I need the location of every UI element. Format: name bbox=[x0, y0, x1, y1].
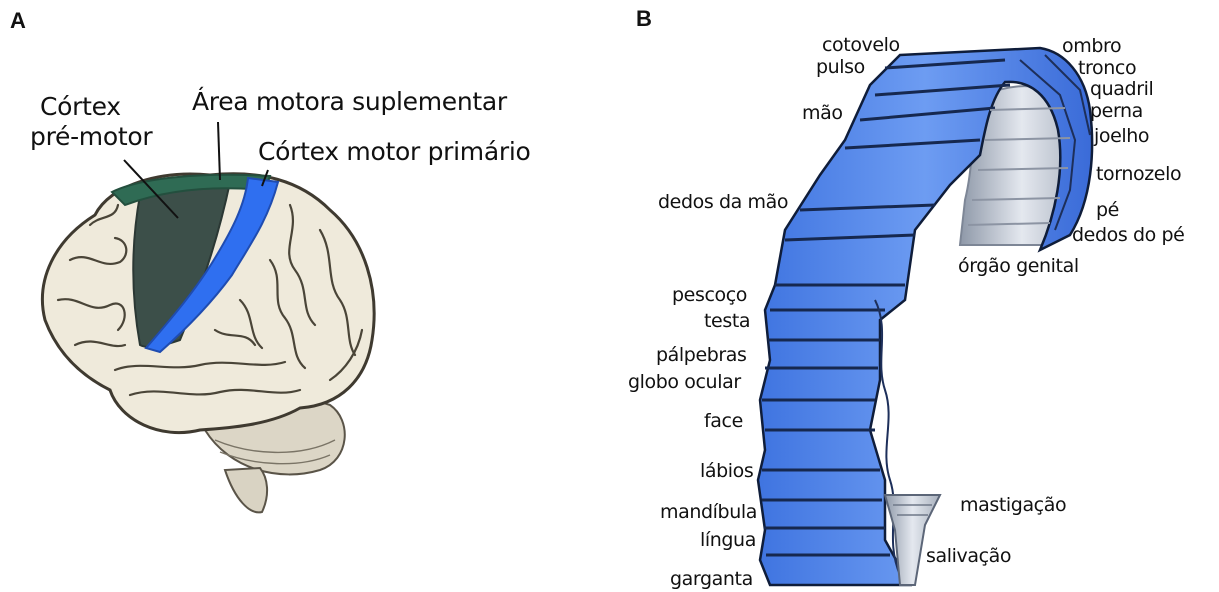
label-mastigacao: mastigação bbox=[960, 496, 1066, 515]
label-pescoco: pescoço bbox=[672, 286, 747, 305]
label-dedos-do-pe: dedos do pé bbox=[1072, 226, 1184, 245]
label-mandibula: mandíbula bbox=[660, 503, 757, 522]
label-pe: pé bbox=[1096, 201, 1119, 220]
primary-motor-label: Córtex motor primário bbox=[258, 139, 530, 164]
label-mao: mão bbox=[802, 104, 843, 123]
premotor-label-line1: Córtex bbox=[40, 94, 121, 119]
label-joelho: joelho bbox=[1094, 127, 1149, 146]
supplementary-label: Área motora suplementar bbox=[192, 89, 507, 114]
label-perna: perna bbox=[1090, 102, 1143, 121]
label-tornozelo: tornozelo bbox=[1096, 165, 1181, 184]
label-pulso: pulso bbox=[816, 58, 865, 77]
label-garganta: garganta bbox=[670, 570, 753, 589]
label-palpebras: pálpebras bbox=[656, 346, 747, 365]
label-face: face bbox=[704, 412, 743, 431]
label-quadril: quadril bbox=[1090, 80, 1153, 99]
label-ombro: ombro bbox=[1062, 37, 1121, 56]
label-globo-ocular: globo ocular bbox=[628, 373, 741, 392]
label-labios: lábios bbox=[700, 462, 753, 481]
supplementary-leader bbox=[218, 122, 220, 180]
label-lingua: língua bbox=[700, 531, 756, 550]
panel-b-letter: B bbox=[636, 6, 652, 32]
brain-illustration bbox=[42, 122, 374, 512]
label-orgao-genital: órgão genital bbox=[958, 257, 1079, 276]
label-tronco: tronco bbox=[1078, 59, 1136, 78]
brainstem bbox=[225, 468, 267, 512]
label-dedos-da-mao: dedos da mão bbox=[658, 193, 788, 212]
label-salivacao: salivação bbox=[926, 547, 1011, 566]
label-testa: testa bbox=[704, 312, 750, 331]
label-cotovelo: cotovelo bbox=[822, 36, 900, 55]
premotor-label-line2: pré-motor bbox=[30, 124, 152, 149]
